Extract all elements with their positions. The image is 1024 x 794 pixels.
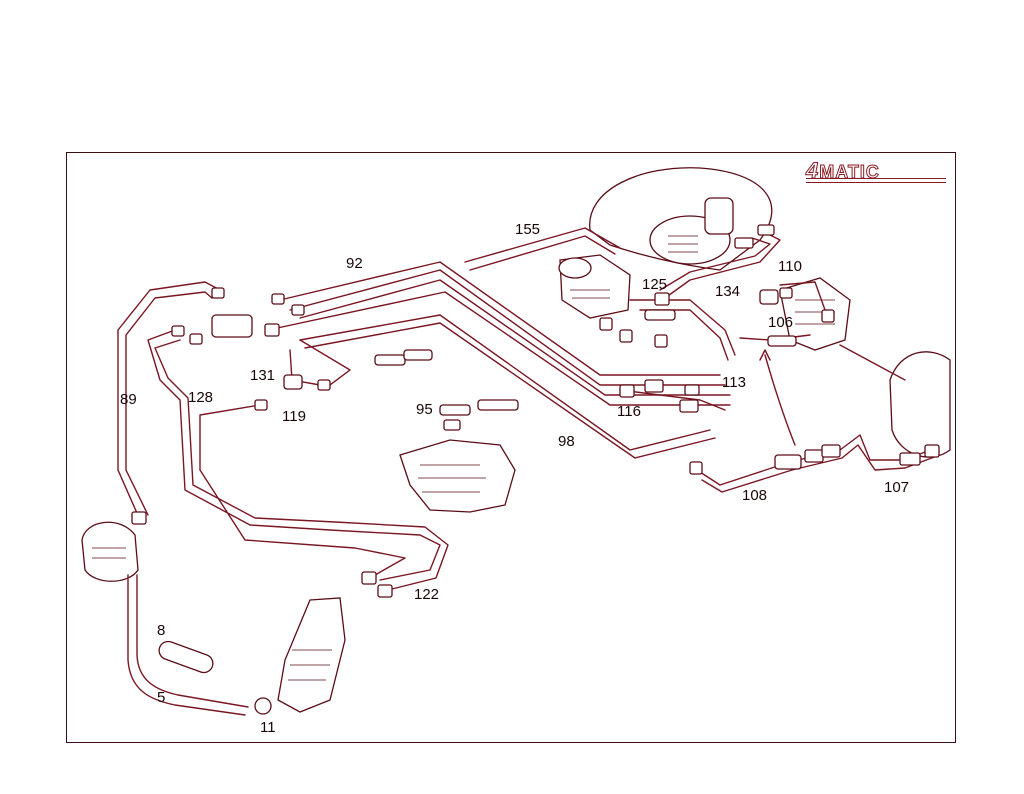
callout-108: 108	[742, 487, 768, 504]
callout-89: 89	[120, 391, 137, 408]
callout-8: 8	[157, 622, 166, 639]
suction-hose	[127, 574, 272, 716]
brake-pipes	[117, 227, 938, 591]
callout-131: 131	[250, 367, 276, 384]
logo-text: 4MATIC	[805, 158, 880, 184]
rear-wheel-right	[839, 344, 951, 458]
callout-125: 125	[642, 276, 668, 293]
callout-110: 110	[778, 258, 802, 275]
pressure-regulator	[399, 439, 516, 513]
callout-134: 134	[715, 283, 741, 300]
callout-5: 5	[157, 689, 166, 706]
pipe-fittings	[131, 224, 940, 598]
callout-113: 113	[722, 374, 746, 391]
callout-92: 92	[346, 255, 363, 272]
callout-116: 116	[617, 403, 641, 420]
callout-11: 11	[260, 719, 276, 736]
logo-four: 4	[805, 158, 820, 184]
callout-107: 107	[884, 479, 910, 496]
callout-95: 95	[416, 401, 433, 418]
brake-fluid-reservoir	[81, 521, 139, 582]
logo-underline	[806, 178, 946, 183]
callout-106: 106	[768, 314, 794, 331]
callout-122: 122	[414, 586, 440, 603]
callout-119: 119	[282, 408, 306, 425]
callout-155: 155	[515, 221, 541, 238]
brake-valve-block	[558, 254, 631, 319]
logo-matic: MATIC	[819, 162, 880, 183]
callout-128: 128	[188, 389, 214, 406]
hydraulic-accumulator	[277, 597, 346, 713]
4matic-logo: 4MATIC	[805, 158, 946, 184]
rear-brake-drum-top	[589, 167, 773, 271]
diagram-frame	[66, 152, 956, 743]
callout-98: 98	[558, 433, 575, 450]
